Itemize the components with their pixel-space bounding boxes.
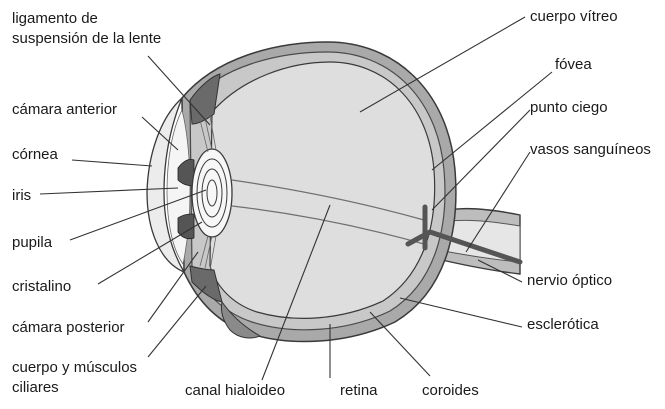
label-retina: retina: [340, 382, 378, 400]
leader-cornea: [72, 160, 152, 166]
leader-coroides: [370, 312, 430, 376]
label-vasos: vasos sanguíneos: [530, 141, 651, 159]
label-camara-anterior: cámara anterior: [12, 101, 117, 119]
leader-cuerpo-musculos: [148, 286, 206, 357]
label-esclerotica: esclerótica: [527, 316, 599, 334]
label-pupila: pupila: [12, 234, 52, 252]
label-coroides: coroides: [422, 382, 479, 400]
vitreous-body: [210, 62, 435, 318]
label-iris: iris: [12, 187, 31, 205]
label-nervio: nervio óptico: [527, 272, 612, 290]
label-punto-ciego: punto ciego: [530, 99, 608, 117]
label-ligamento-line2: suspensión de la lente: [12, 30, 161, 48]
label-camara-posterior: cámara posterior: [12, 319, 125, 337]
label-canal-hialoideo: canal hialoideo: [185, 382, 285, 400]
label-cuerpo-musculos-line2: ciliares: [12, 379, 59, 397]
label-cuerpo-musculos-line1: cuerpo y músculos: [12, 359, 137, 377]
label-ligamento-line1: ligamento de: [12, 10, 98, 28]
label-cristalino: cristalino: [12, 278, 71, 296]
label-cuerpo-vitreo: cuerpo vítreo: [530, 8, 618, 26]
label-fovea: fóvea: [555, 56, 592, 74]
leader-esclerotica: [400, 298, 522, 327]
label-cornea: córnea: [12, 146, 58, 164]
